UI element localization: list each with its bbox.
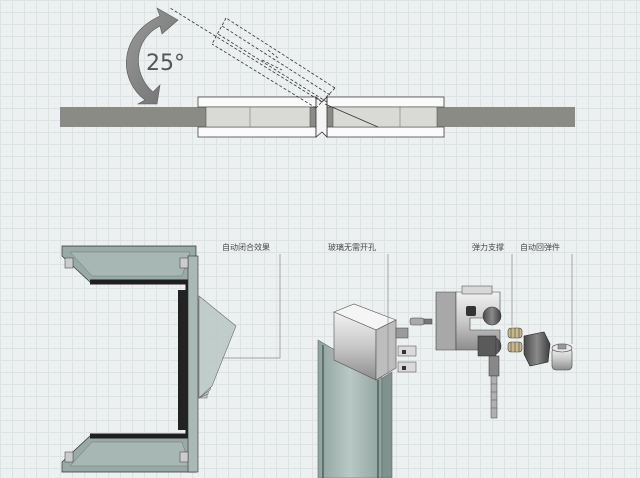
hinge-top-view: 25° bbox=[60, 7, 575, 138]
leader-glass-no-drilling: 玻璃无需开孔 bbox=[328, 242, 389, 380]
rotated-leaf-outline bbox=[169, 7, 336, 109]
hinge-right-half bbox=[326, 96, 445, 138]
enclosure-frame bbox=[90, 279, 191, 439]
spring-coils bbox=[507, 327, 523, 353]
leader-auto-return-part: 自动回弹件 bbox=[520, 242, 573, 344]
end-cap bbox=[551, 343, 573, 371]
spring-bracket bbox=[435, 285, 502, 357]
hinge-pivot bbox=[315, 96, 328, 138]
hardware-exploded bbox=[317, 285, 573, 478]
door-swing-fan bbox=[198, 295, 237, 399]
leader-spring-support: 弹力支撑 bbox=[472, 242, 513, 326]
pivot-bolt bbox=[488, 355, 500, 419]
label-spring-support: 弹力支撑 bbox=[472, 242, 504, 252]
set-screw bbox=[409, 317, 433, 326]
return-cam bbox=[523, 331, 551, 367]
label-auto-close-effect: 自动闭合效果 bbox=[222, 242, 270, 252]
label-auto-return-part: 自动回弹件 bbox=[520, 242, 560, 252]
angle-label: 25° bbox=[146, 51, 185, 76]
leader-auto-close: 自动闭合效果 bbox=[222, 242, 281, 359]
glass-clamp-block bbox=[333, 303, 417, 381]
enclosure-plan bbox=[61, 245, 237, 473]
label-glass-no-drilling: 玻璃无需开孔 bbox=[328, 242, 376, 252]
hinge-left-half bbox=[197, 96, 317, 138]
rotation-arrow-icon bbox=[126, 7, 179, 105]
enclosure-side-glass bbox=[187, 255, 199, 473]
